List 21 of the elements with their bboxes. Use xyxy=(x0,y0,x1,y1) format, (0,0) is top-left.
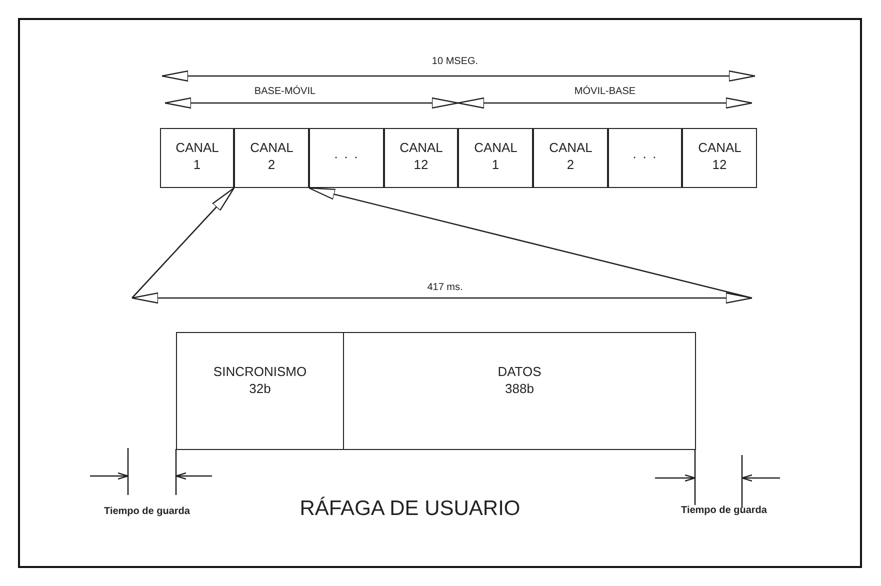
channel-label: CANAL 2 xyxy=(250,139,293,173)
arrow xyxy=(308,187,752,299)
guard-time-label: Tiempo de guarda xyxy=(681,505,767,516)
channel-label: CANAL 12 xyxy=(698,139,741,173)
channel-label: · · · xyxy=(632,148,658,164)
guard-time-label: Tiempo de guarda xyxy=(104,506,190,517)
dimension-label: MÓVIL-BASE xyxy=(574,86,636,97)
channel-label: CANAL 1 xyxy=(474,139,517,173)
channel-label: CANAL 12 xyxy=(400,139,442,173)
channel-label: CANAL 1 xyxy=(176,139,218,173)
dimension-label: 10 MSEG. xyxy=(432,56,478,67)
burst-field-box xyxy=(343,332,696,450)
field-label: SINCRONISMO 32b xyxy=(213,363,307,397)
field-label: DATOS 388b xyxy=(498,363,542,397)
dimension-label: BASE-MÓVIL xyxy=(254,86,316,97)
dimension-label: 417 ms. xyxy=(427,282,463,293)
channel-label: · · · xyxy=(334,148,360,164)
burst-field-box xyxy=(176,332,344,450)
arrow xyxy=(132,187,235,298)
diagram-caption: RÁFAGA DE USUARIO xyxy=(300,497,520,521)
channel-label: CANAL 2 xyxy=(549,139,592,173)
